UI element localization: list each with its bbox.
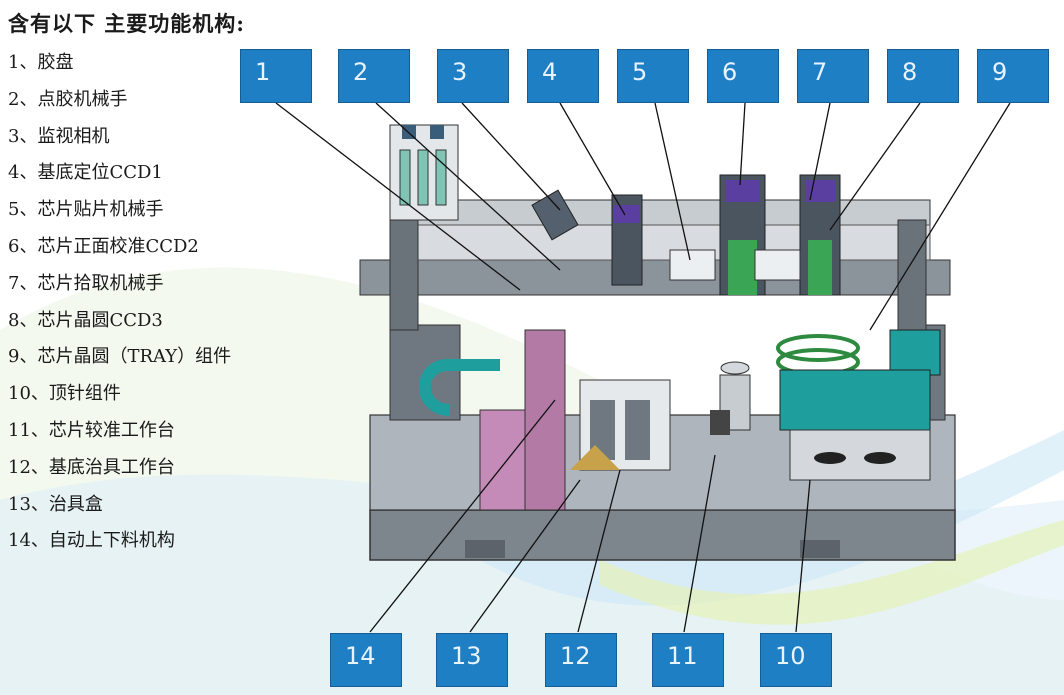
list-item: 13、治具盒 [8,493,103,515]
callout-3: 3 [437,49,509,103]
feature-list: 1、胶盘 2、点胶机械手 3、监视相机 4、基底定位CCD1 5、芯片贴片机械手… [8,50,231,565]
callout-12: 12 [545,633,617,687]
page-title: 含有以下 主要功能机构: [8,11,246,36]
callout-5: 5 [617,49,689,103]
list-item: 9、芯片晶圆（TRAY）组件 [8,346,232,368]
callout-4: 4 [527,49,599,103]
callout-9: 9 [977,49,1049,103]
list-item: 1、胶盘 [8,52,74,73]
list-item: 3、监视相机 [8,125,110,147]
callout-7: 7 [797,49,869,103]
machine-illustration [359,124,956,561]
list-item: 4、基底定位CCD1 [8,162,163,184]
callout-11: 11 [652,633,724,687]
list-item: 11、芯片较准工作台 [8,419,175,441]
callout-8: 8 [887,49,959,103]
list-item: 8、芯片晶圆CCD3 [8,309,163,331]
list-item: 2、点胶机械手 [8,88,128,110]
list-item: 6、芯片正面校准CCD2 [8,235,199,257]
list-item: 12、基底治具工作台 [8,456,175,478]
callout-6: 6 [707,49,779,103]
list-item: 10、顶针组件 [8,383,121,405]
callout-1: 1 [240,49,312,103]
callout-2: 2 [338,49,410,103]
callout-14: 14 [330,633,402,687]
list-item: 5、芯片贴片机械手 [8,199,164,221]
callout-10: 10 [760,633,832,687]
list-item: 14、自动上下料机构 [8,530,175,552]
callout-13: 13 [436,633,508,687]
list-item: 7、芯片拾取机械手 [8,272,164,294]
